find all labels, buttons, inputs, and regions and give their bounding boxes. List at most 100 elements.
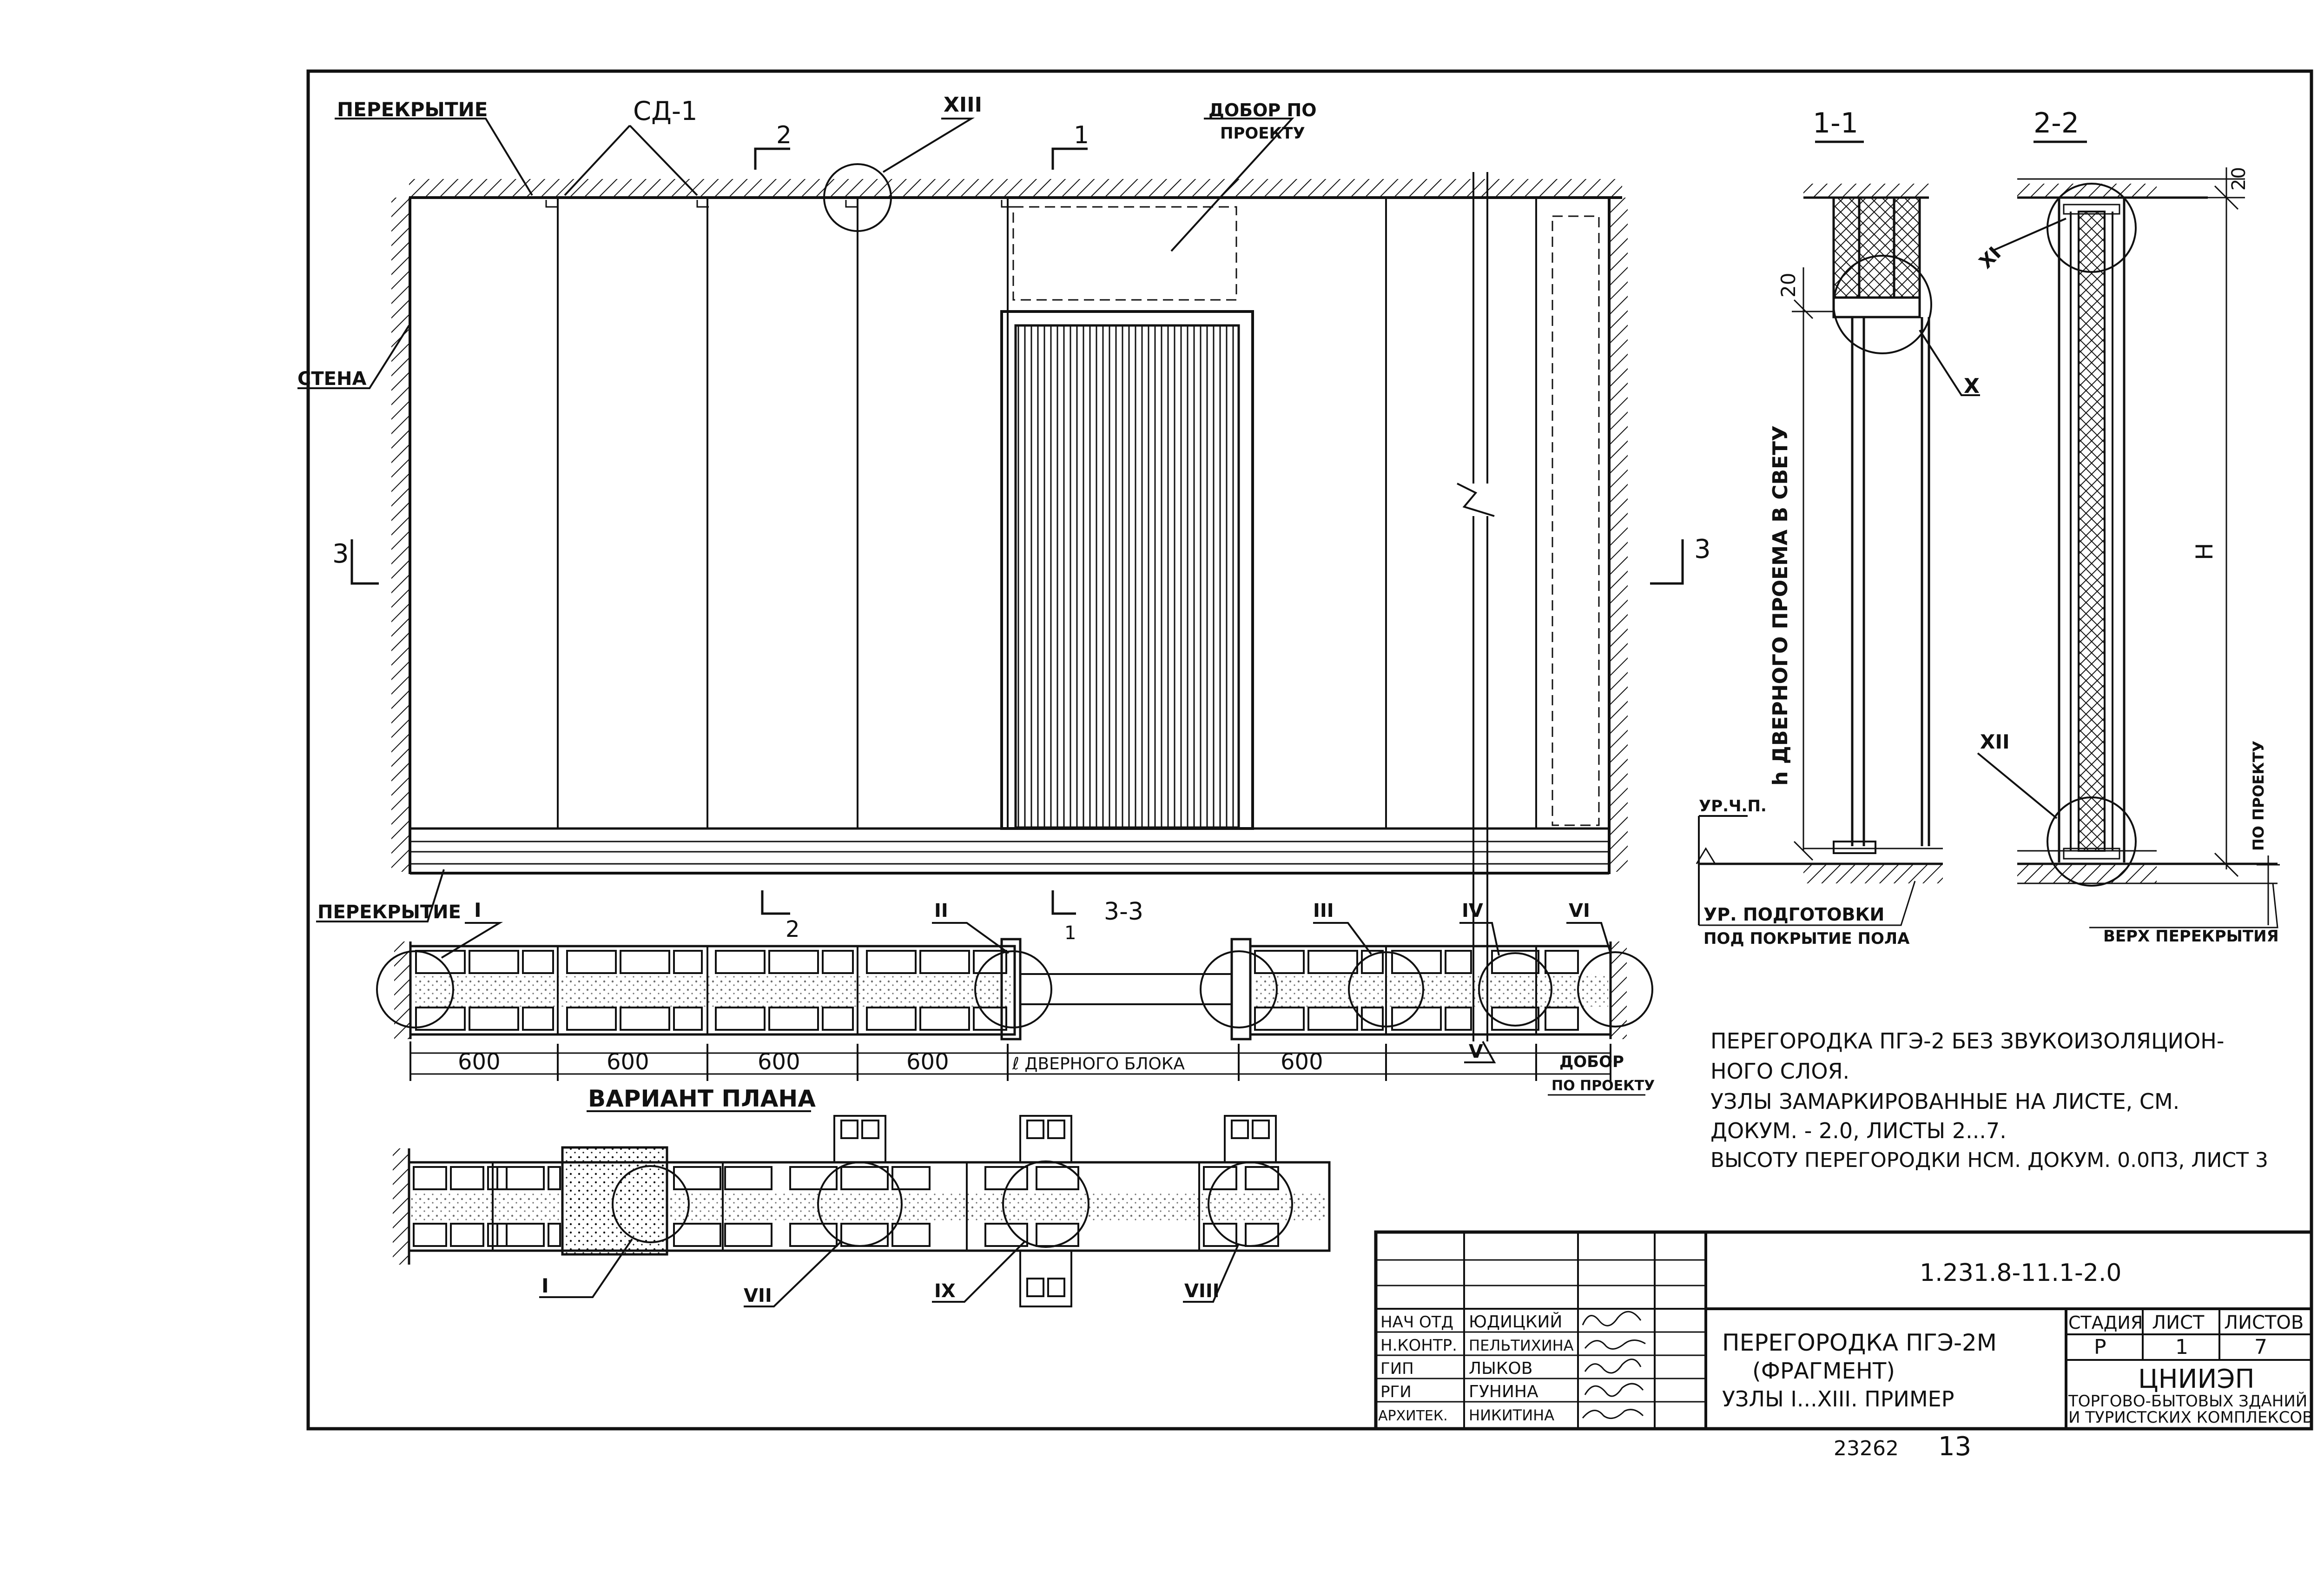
name-3: ЛЫКОВ	[1469, 1359, 1532, 1378]
role-1: НАЧ ОТД	[1380, 1313, 1453, 1332]
org-line-1: ТОРГОВО-БЫТОВЫХ ЗДАНИЙ	[2068, 1392, 2307, 1411]
sheet-frame	[306, 69, 2313, 1431]
node-ii-circle	[974, 950, 1052, 1028]
node-i-circle	[376, 950, 454, 1028]
signature-2	[1584, 1339, 1646, 1350]
plan-dim-4: 600	[906, 1049, 949, 1075]
label-dobor-1: ДОБОР ПО	[1208, 100, 1317, 120]
name-1: ЮДИЦКИЙ	[1469, 1312, 1562, 1332]
note-line-1: ПЕРЕГОРОДКА ПГЭ-2 БЕЗ ЗВУКОИЗОЛЯЦИОН-	[1710, 1028, 2224, 1054]
node-iii-circle	[1348, 951, 1424, 1027]
section-mark-3-3: 3-3	[1104, 898, 1143, 926]
node-vi-circle	[1577, 951, 1653, 1027]
variant-plan-title: ВАРИАНТ ПЛАНА	[588, 1085, 816, 1112]
section-mark-2-bottom: 2	[786, 916, 800, 942]
org-name: ЦНИИЭП	[2138, 1364, 2255, 1394]
role-5: АРХИТЕК.	[1378, 1408, 1448, 1424]
plan-node-vi: VI	[1569, 900, 1590, 921]
top-slab-hatch	[409, 179, 1622, 198]
title-line-3: УЗЛЫ I...XIII. ПРИМЕР	[1722, 1386, 1954, 1412]
plan-node-i: I	[474, 899, 482, 921]
title-line-1: ПЕРЕГОРОДКА ПГЭ-2М	[1722, 1329, 1997, 1356]
section-11-level-label: УР.Ч.П.	[1699, 797, 1767, 815]
footer-archive-number: 23262	[1834, 1437, 1899, 1460]
section-22-dim-20: 20	[2228, 167, 2250, 191]
section-11-node-x: X	[1964, 374, 1980, 398]
name-5: НИКИТИНА	[1469, 1406, 1554, 1424]
sheets-value: 7	[2254, 1335, 2267, 1359]
footer-page-number: 13	[1938, 1432, 1971, 1462]
note-line-4: ДОКУМ. - 2.0, ЛИСТЫ 2...7.	[1710, 1118, 2007, 1143]
variant-node-i: I	[541, 1274, 549, 1297]
variant-node-viii: VIII	[1184, 1280, 1220, 1302]
title-line-2: (ФРАГМЕНТ)	[1752, 1358, 1895, 1384]
left-wall-hatch	[391, 198, 410, 872]
plan-dobor-2: ПО ПРОЕКТУ	[1552, 1078, 1655, 1094]
section-11-base-label-2: ПОД ПОКРЫТИЕ ПОЛА	[1703, 929, 1910, 948]
section-22-po-proektu: ПО ПРОЕКТУ	[2250, 741, 2267, 851]
role-4: РГИ	[1380, 1383, 1412, 1401]
label-perekrytie-bottom: ПЕРЕКРЫТИЕ	[317, 902, 461, 923]
name-4: ГУНИНА	[1469, 1382, 1538, 1401]
node-xiii-circle	[823, 163, 892, 232]
variant-node-i-circle	[612, 1165, 690, 1243]
section-22-top-label: ВЕРХ ПЕРЕКРЫТИЯ	[2103, 927, 2279, 946]
section-mark-1-top: 1	[1074, 121, 1089, 149]
section-22-node-xii: XII	[1980, 730, 2010, 753]
stage-value: Р	[2094, 1335, 2106, 1359]
partition-plan	[376, 922, 1653, 1096]
notes: ПЕРЕГОРОДКА ПГЭ-2 БЕЗ ЗВУКОИЗОЛЯЦИОН- НО…	[1710, 1028, 2268, 1172]
variant-column	[561, 1146, 668, 1256]
note-line-2: НОГО СЛОЯ.	[1710, 1059, 1849, 1084]
variant-node-vii: VII	[744, 1285, 772, 1306]
note-line-3: УЗЛЫ ЗАМАРКИРОВАННЫЕ НА ЛИСТЕ, СМ.	[1710, 1089, 2179, 1114]
label-perekrytie-top: ПЕРЕКРЫТИЕ	[337, 98, 488, 121]
variant-node-viii-circle	[1208, 1161, 1293, 1247]
sheets-header: ЛИСТОВ	[2224, 1312, 2304, 1333]
section-22-height: H	[2191, 543, 2218, 560]
section-mark-3-right: 3	[1694, 534, 1711, 564]
section-11-dim-20: 20	[1777, 273, 1800, 298]
plan-dim-6: 600	[1281, 1049, 1323, 1075]
role-3: ГИП	[1380, 1359, 1414, 1378]
plan-blocks-right	[1254, 939, 1579, 1041]
plan-dim-1: 600	[458, 1049, 501, 1075]
signature-4	[1584, 1383, 1644, 1397]
section-1-1	[1696, 140, 1980, 926]
sheet-value: 1	[2175, 1335, 2188, 1359]
sheet-header: ЛИСТ	[2152, 1312, 2205, 1333]
title-block	[1374, 1230, 2313, 1431]
partition-elevation	[297, 118, 1684, 1041]
label-stena: СТЕНА	[297, 368, 366, 390]
door-leaf	[1014, 324, 1240, 829]
section-mark-3-left: 3	[332, 539, 349, 569]
node-ii-b-circle	[1200, 950, 1278, 1028]
signature-3	[1584, 1359, 1642, 1374]
plan-blocks-left	[415, 946, 1007, 1034]
section-2-2	[1977, 140, 2280, 928]
role-2: Н.КОНТР.	[1380, 1336, 1457, 1355]
right-wall-hatch	[1609, 198, 1628, 872]
variant-node-ix: IX	[934, 1280, 956, 1302]
plan-node-v: V	[1469, 1041, 1483, 1062]
label-dobor-2: ПРОЕКТУ	[1220, 124, 1305, 143]
note-line-5: ВЫСОТУ ПЕРЕГОРОДКИ НСМ. ДОКУМ. 0.0ПЗ, ЛИ…	[1710, 1148, 2268, 1172]
section-11-title: 1-1	[1813, 107, 1858, 139]
plan-node-iv: IV	[1462, 900, 1483, 921]
plan-dobor-1: ДОБОР	[1559, 1053, 1624, 1071]
node-iv-circle	[1478, 952, 1552, 1027]
title-block-doc-code: 1.231.8-11.1-2.0	[1920, 1259, 2121, 1287]
section-11-height-label: h ДВЕРНОГО ПРОЕМА В СВЕТУ	[1769, 425, 1792, 786]
label-sd1: СД-1	[633, 96, 698, 126]
stage-header: СТАДИЯ	[2068, 1312, 2143, 1333]
section-mark-2-top: 2	[776, 121, 792, 149]
section-11-base-label-1: УР. ПОДГОТОВКИ	[1703, 904, 1884, 925]
plan-node-iii: III	[1313, 900, 1334, 921]
section-22-title: 2-2	[2034, 107, 2079, 139]
org-line-2: И ТУРИСТСКИХ КОМПЛЕКСОВ	[2068, 1408, 2313, 1427]
name-2: ПЕЛЬТИХИНА	[1469, 1337, 1574, 1354]
signature-1	[1582, 1311, 1642, 1326]
label-node-xiii: XIII	[944, 93, 982, 117]
plan-dim-2: 600	[607, 1049, 649, 1075]
